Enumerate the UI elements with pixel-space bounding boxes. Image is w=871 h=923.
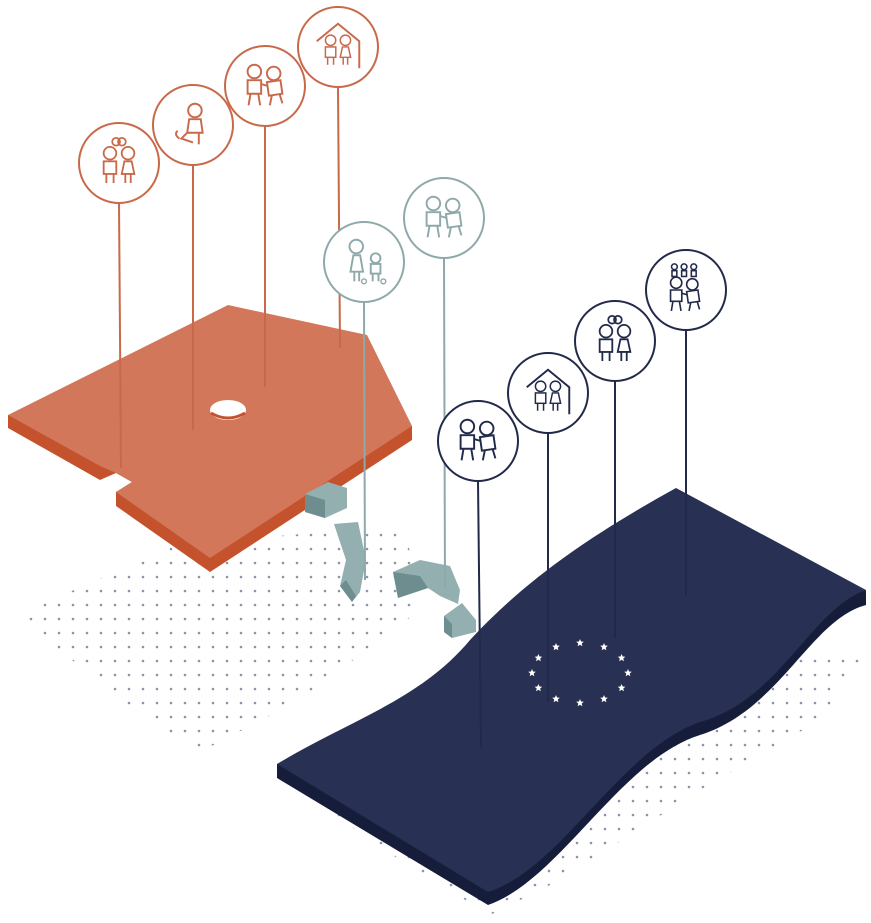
family-icon [404,178,484,258]
national-leader-line [338,87,340,348]
person-kneeling-icon [153,85,233,165]
bridge-leader-line [364,302,365,580]
parent-child-icon [324,222,404,302]
group-icon [646,250,726,330]
family-home-icon [508,353,588,433]
national-platform-top [8,305,412,558]
family-icon [438,401,518,481]
family-home-icon [298,7,378,87]
couple-icon [79,123,159,203]
couple-icon [575,301,655,381]
family-icon [225,46,305,126]
